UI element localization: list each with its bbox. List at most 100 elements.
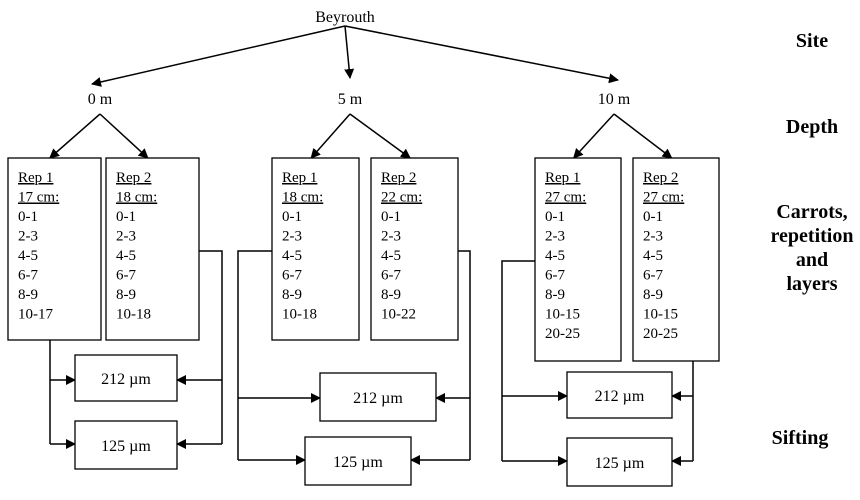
rep-layer: 8-9 xyxy=(545,287,565,303)
sieve-box-0-0: 212 µm xyxy=(74,354,178,402)
rep-layer: 20-25 xyxy=(545,326,580,342)
connector-g1-left-trunk xyxy=(237,250,272,460)
stage-label-1: Depth xyxy=(786,116,838,138)
rep-title: Rep 2 xyxy=(643,170,678,186)
sieve-label: 125 µm xyxy=(333,454,383,471)
rep-layer: 0-1 xyxy=(18,209,38,225)
rep-title: Rep 2 xyxy=(116,170,151,186)
arrow-site-to-depth-2 xyxy=(344,25,619,84)
stage-labels: SiteDepthCarrots,repetitionandlayersSift… xyxy=(771,30,854,449)
rep-layer: 10-15 xyxy=(545,307,580,323)
arrow-site-to-depth-1 xyxy=(344,25,355,79)
rep-layer: 2-3 xyxy=(545,229,565,245)
stage-label-0: Site xyxy=(796,30,828,52)
rep-layer: 6-7 xyxy=(282,268,302,284)
arrow-depth-0-to-rep-1 xyxy=(99,113,149,159)
sieve-box-1-1: 125 µm xyxy=(304,436,412,486)
sieve-label: 125 µm xyxy=(595,455,645,472)
rep-length: 27 cm: xyxy=(643,190,684,206)
rep-layer: 8-9 xyxy=(116,287,136,303)
rep-box-0-0: Rep 1 17 cm: 0-1 2-3 4-5 6-7 8-9 10-17 xyxy=(7,157,102,341)
depth-label-0: 0 m xyxy=(88,91,113,108)
connector-g2-left-trunk xyxy=(501,260,535,461)
rep-layer: 0-1 xyxy=(282,209,302,225)
rep-box-frame xyxy=(7,157,102,341)
rep-layer: 10-17 xyxy=(18,307,53,323)
rep-length: 18 cm: xyxy=(282,190,323,206)
rep-layer: 0-1 xyxy=(545,209,565,225)
rep-layer: 6-7 xyxy=(18,268,38,284)
sieve-box-frame xyxy=(74,354,178,402)
connector-layer xyxy=(49,25,694,466)
rep-box-frame xyxy=(534,157,622,362)
sieve-box-frame xyxy=(319,372,437,422)
arrow-depth-2-to-rep-0 xyxy=(573,113,615,159)
rep-layer: 0-1 xyxy=(116,209,136,225)
rep-title: Rep 1 xyxy=(18,170,53,186)
sieve-box-2-1: 125 µm xyxy=(566,437,673,487)
sieve-label: 212 µm xyxy=(595,388,645,405)
depth-label-1: 5 m xyxy=(338,91,363,108)
rep-layer: 4-5 xyxy=(643,248,663,264)
rep-layer: 0-1 xyxy=(643,209,663,225)
rep-title: Rep 1 xyxy=(545,170,580,186)
rep-box-1-0: Rep 1 18 cm: 0-1 2-3 4-5 6-7 8-9 10-18 xyxy=(271,157,360,341)
sieve-box-frame xyxy=(566,437,673,487)
connector-g1-right-trunk xyxy=(458,250,471,460)
rep-length: 27 cm: xyxy=(545,190,586,206)
sieve-box-frame xyxy=(304,436,412,486)
rep-layer: 4-5 xyxy=(381,248,401,264)
rep-layer: 4-5 xyxy=(18,248,38,264)
site-label: Beyrouth xyxy=(315,9,375,26)
rep-title: Rep 2 xyxy=(381,170,416,186)
arrow-depth-0-to-rep-0 xyxy=(49,113,101,159)
node-layer: Beyrouth 0 m Rep 1 17 cm: 0-1 2-3 4-5 6-7 8-9 10-… xyxy=(7,9,720,487)
rep-box-0-1: Rep 218 cm:0-12-34-56-78-910-18 xyxy=(105,157,200,341)
rep-layer: 10-22 xyxy=(381,307,416,323)
arrow-depth-1-to-rep-0 xyxy=(310,113,351,159)
rep-layer: 8-9 xyxy=(18,287,38,303)
rep-box-frame xyxy=(271,157,360,341)
stage-label-2: Carrots, xyxy=(776,201,847,223)
sieve-box-0-1: 125 µm xyxy=(74,420,178,470)
rep-layer: 0-1 xyxy=(381,209,401,225)
rep-box-frame xyxy=(370,157,459,341)
rep-layer: 2-3 xyxy=(282,229,302,245)
connector-g0-right-trunk xyxy=(199,250,223,444)
depth-label-2: 10 m xyxy=(598,91,631,108)
rep-layer: 8-9 xyxy=(282,287,302,303)
rep-box-frame xyxy=(105,157,200,341)
rep-layer: 2-3 xyxy=(381,229,401,245)
stage-label-3: Sifting xyxy=(772,427,829,449)
rep-layer: 10-18 xyxy=(282,307,317,323)
rep-layer: 8-9 xyxy=(381,287,401,303)
rep-box-1-1: Rep 222 cm:0-12-34-56-78-910-22 xyxy=(370,157,459,341)
rep-box-2-1: Rep 2 27 cm: 0-1 2-3 4-5 6-7 8-9 10-15 20-25 xyxy=(632,157,720,362)
rep-layer: 2-3 xyxy=(116,229,136,245)
rep-layer: 10-15 xyxy=(643,307,678,323)
rep-layer: 2-3 xyxy=(18,229,38,245)
rep-layer: 2-3 xyxy=(643,229,663,245)
rep-title: Rep 1 xyxy=(282,170,317,186)
rep-layer: 6-7 xyxy=(643,268,663,284)
arrow-site-to-depth-0 xyxy=(91,25,346,87)
rep-length: 17 cm: xyxy=(18,190,59,206)
rep-layer: 10-18 xyxy=(116,307,151,323)
sieve-label: 125 µm xyxy=(101,438,151,455)
sieve-box-frame xyxy=(566,371,673,419)
rep-layer: 8-9 xyxy=(643,287,663,303)
rep-layer: 6-7 xyxy=(381,268,401,284)
arrow-depth-2-to-rep-1 xyxy=(613,113,673,159)
sieve-box-2-0: 212 µm xyxy=(566,371,673,419)
rep-length: 18 cm: xyxy=(116,190,157,206)
sieve-label: 212 µm xyxy=(101,371,151,388)
rep-layer: 6-7 xyxy=(545,268,565,284)
rep-layer: 20-25 xyxy=(643,326,678,342)
sieve-box-1-0: 212 µm xyxy=(319,372,437,422)
stage-label-2: layers xyxy=(786,273,837,295)
stage-label-2: and xyxy=(796,249,828,271)
rep-layer: 4-5 xyxy=(282,248,302,264)
rep-box-frame xyxy=(632,157,720,362)
